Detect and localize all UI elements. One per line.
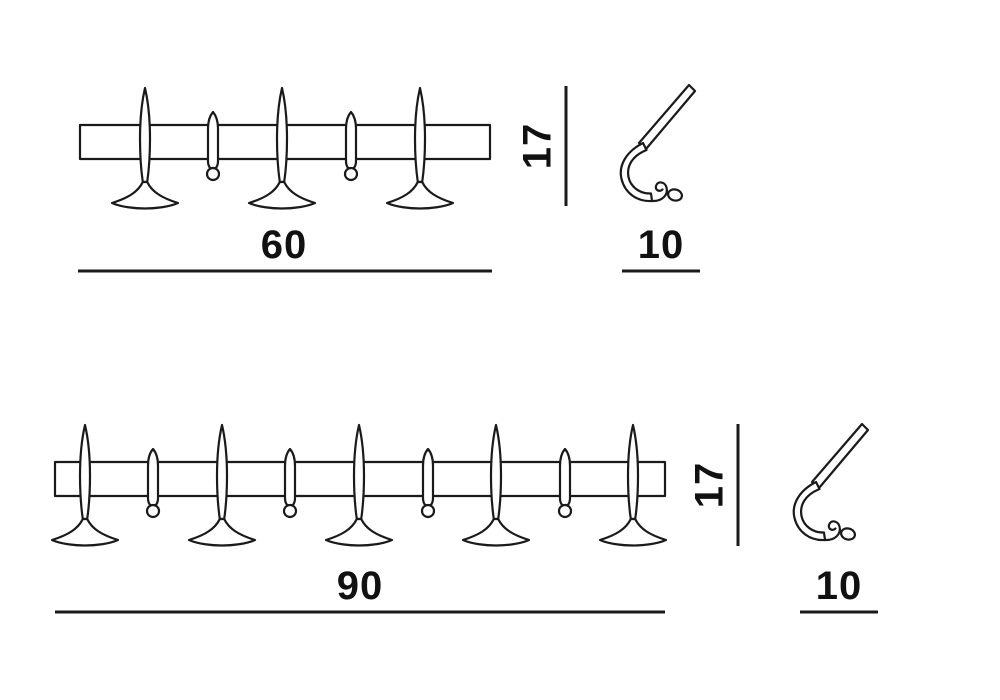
rack-90-small-hook-2 [282, 447, 298, 519]
rack-90-front-view [50, 423, 668, 547]
rack-90-small-hook-3 [420, 447, 436, 519]
rack-90-width-dimension: 90 [55, 564, 665, 614]
rack-90-width-label: 90 [337, 564, 384, 608]
rack-60-width-dimension: 60 [78, 223, 492, 273]
rack-90-height-label: 17 [688, 462, 732, 509]
rack-60-width-label: 60 [261, 223, 308, 267]
hook-60-side-view [619, 83, 697, 204]
rack-90-small-hook-1 [145, 447, 161, 519]
rack-60-front-view [78, 86, 492, 210]
rack-60-height-label: 17 [516, 123, 560, 170]
hook-60-depth-dimension: 10 [622, 223, 700, 273]
hook-90-depth-label: 10 [816, 564, 863, 608]
rack-90-small-hook-4 [557, 447, 573, 519]
rack-60-height-dimension: 17 [516, 86, 568, 206]
rack-60-small-hook-2 [343, 110, 359, 182]
hook-60-depth-label: 10 [638, 223, 685, 267]
hook-90-depth-dimension: 10 [800, 564, 878, 614]
hook-60-side-profile [619, 83, 697, 204]
hook-90-side-view [792, 422, 870, 543]
hook-90-side-profile [792, 422, 870, 543]
rack-60-small-hook-1 [205, 110, 221, 182]
rack-90-height-dimension: 17 [688, 424, 740, 546]
